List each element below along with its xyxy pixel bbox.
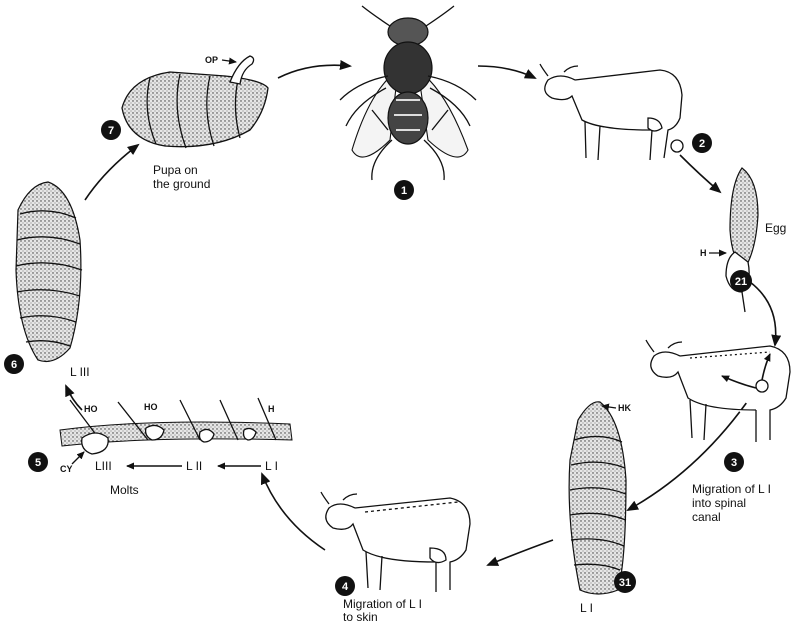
op-label: OP (205, 55, 218, 65)
arrow-skin-to-liii (65, 384, 83, 411)
pupa-illustration (121, 55, 269, 149)
fly-illustration (339, 5, 477, 181)
larva-l1-illustration (568, 401, 627, 595)
egg-label: Egg (765, 221, 786, 235)
pupa-label-line1: Pupa on (153, 163, 198, 177)
cow-illustration-right (645, 339, 791, 442)
arrow-liii-to-pupa (84, 143, 140, 201)
ho-label-2: HO (144, 402, 158, 412)
larva-liii-illustration (15, 181, 83, 363)
egg-hair-label: H (700, 248, 707, 258)
migration-spinal-line1: Migration of L I (692, 482, 771, 496)
hair-label: H (268, 404, 275, 414)
svg-text:21: 21 (735, 276, 747, 288)
cyst-label: CY (60, 464, 73, 474)
svg-text:2: 2 (699, 138, 705, 150)
skin-section-illustration (59, 397, 293, 455)
migration-skin-line2: to skin (343, 610, 378, 624)
hook-label: HK (618, 403, 631, 413)
ho-label-1: HO (84, 404, 98, 414)
cow-illustration-bottom (320, 491, 471, 592)
svg-text:5: 5 (35, 457, 41, 469)
stage-badge-3: 3 (724, 452, 744, 472)
svg-text:4: 4 (342, 581, 349, 593)
stage-badge-2: 2 (692, 133, 712, 153)
stage-badge-5: 5 (28, 452, 48, 472)
migration-spinal-line3: canal (692, 510, 721, 524)
svg-text:3: 3 (731, 457, 737, 469)
migration-spinal-line2: into spinal (692, 496, 746, 510)
skin-li-label: L I (265, 459, 278, 473)
molts-label: Molts (110, 483, 139, 497)
svg-text:7: 7 (108, 125, 114, 137)
stage-badge-1: 1 (394, 180, 414, 200)
stage-badge-31: 31 (614, 571, 636, 593)
stage-badge-6: 6 (4, 354, 24, 374)
larva-liii-label: L III (70, 365, 90, 379)
stage-badge-21: 21 (730, 270, 752, 292)
arrow-larva-to-cow4 (486, 539, 554, 566)
skin-liii-label: LIII (95, 459, 112, 473)
arrow-cow-to-egg (679, 154, 722, 194)
arrow-cow4-to-skin (260, 472, 326, 551)
arrow-egg-to-cow3 (749, 281, 782, 347)
arrow-fly-to-cow (477, 65, 537, 79)
stage-badge-4: 4 (335, 576, 355, 596)
svg-text:1: 1 (401, 185, 407, 197)
arrow-pupa-to-fly (277, 60, 352, 79)
skin-lii-label: L II (186, 459, 202, 473)
migration-skin-line1: Migration of L I (343, 597, 422, 611)
stage-badge-7: 7 (101, 120, 121, 140)
cow-illustration-top (539, 63, 684, 161)
arrow-cow3-to-larva (626, 394, 753, 511)
svg-text:6: 6 (11, 359, 17, 371)
larva-l1-label: L I (580, 601, 593, 615)
svg-text:31: 31 (619, 577, 631, 589)
pupa-label-line2: the ground (153, 177, 210, 191)
